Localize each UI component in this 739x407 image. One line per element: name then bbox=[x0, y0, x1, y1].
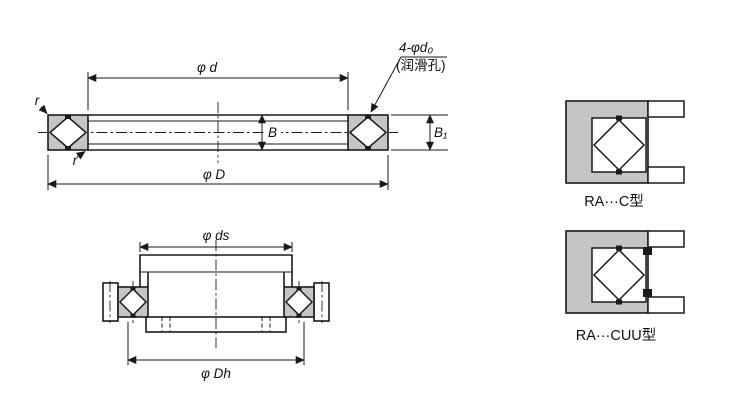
inner-ring-bar-bottom bbox=[647, 166, 685, 184]
centerlines bbox=[38, 102, 398, 163]
dim-phi-ds-label: φ ds bbox=[203, 228, 230, 243]
left-roller-section bbox=[47, 114, 89, 151]
cage-mark bbox=[65, 114, 71, 119]
right-roller-section bbox=[283, 286, 315, 318]
cage-mark bbox=[365, 114, 371, 119]
chamfer-r-bottom: r bbox=[73, 151, 86, 168]
dimension-phi-D: φ D bbox=[47, 155, 389, 190]
bearing-mounting-section-view: φ ds φ Dh bbox=[102, 228, 330, 381]
cage-mark bbox=[130, 313, 136, 318]
cage-mark bbox=[616, 245, 622, 251]
cage-mark bbox=[296, 286, 302, 291]
type-cuu-label: RA···CUU型 bbox=[576, 327, 657, 344]
dimension-phi-d: φ d bbox=[87, 60, 349, 110]
r-bottom-label: r bbox=[73, 153, 78, 168]
dimension-B: B bbox=[258, 114, 281, 151]
dim-phi-d-label: φ d bbox=[197, 60, 218, 75]
inner-ring-bar-bottom bbox=[647, 296, 685, 314]
shaft-flange bbox=[139, 254, 293, 287]
clamping-plate bbox=[145, 316, 287, 333]
dim-phi-Dh-label: φ Dh bbox=[201, 366, 231, 381]
holes-note-label: (润滑孔) bbox=[396, 58, 446, 73]
cage-mark bbox=[65, 146, 71, 151]
dim-phi-D-label: φ D bbox=[203, 167, 226, 182]
r-top-label: r bbox=[35, 93, 40, 108]
cage-mark bbox=[296, 313, 302, 318]
detail-ra-cuu-view: RA···CUU型 bbox=[565, 230, 685, 344]
chamfer-r-top: r bbox=[35, 93, 48, 115]
detail-ra-c-view: RA···C型 bbox=[565, 100, 685, 210]
cage-mark bbox=[365, 146, 371, 151]
cage-mark bbox=[616, 115, 622, 121]
cage-mark bbox=[616, 169, 622, 175]
left-roller-section bbox=[117, 286, 149, 318]
seal-mark-bottom bbox=[643, 289, 652, 297]
seal-mark-top bbox=[643, 247, 652, 255]
ring-outline bbox=[88, 114, 348, 151]
dim-B-label: B bbox=[268, 125, 277, 140]
lubrication-holes-callout: 4-φd₀ (润滑孔) bbox=[370, 40, 447, 113]
dimension-phi-Dh: φ Dh bbox=[127, 322, 305, 381]
bearing-front-section-view: φ d φ D B B₁ r r bbox=[35, 40, 448, 190]
inner-ring-bar-top bbox=[647, 230, 685, 248]
inner-ring-bar-top bbox=[647, 100, 685, 118]
dim-B1-label: B₁ bbox=[434, 125, 447, 140]
cage-mark bbox=[616, 299, 622, 305]
right-roller-section bbox=[347, 114, 389, 151]
dimension-phi-ds: φ ds bbox=[139, 228, 293, 252]
holes-callout-label: 4-φd₀ bbox=[399, 40, 433, 55]
cage-mark bbox=[130, 286, 136, 291]
dimension-B1: B₁ bbox=[391, 114, 448, 151]
type-c-label: RA···C型 bbox=[584, 193, 644, 210]
